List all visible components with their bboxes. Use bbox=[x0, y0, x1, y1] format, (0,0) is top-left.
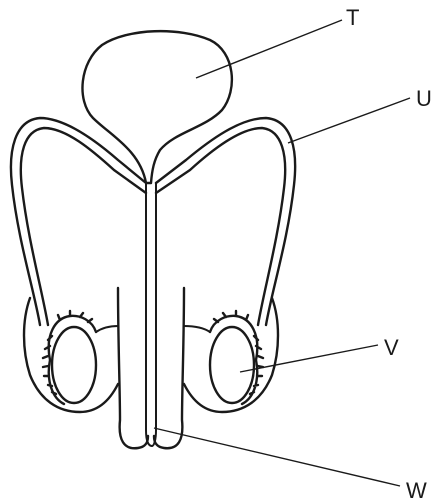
left-sperm-duct-inner bbox=[21, 128, 146, 325]
leader-line-w bbox=[154, 428, 400, 486]
bladder bbox=[82, 31, 231, 183]
right-sperm-duct-outer bbox=[156, 118, 295, 325]
penis bbox=[118, 288, 148, 448]
label-v: V bbox=[384, 335, 399, 360]
right-epididymis bbox=[210, 311, 263, 404]
urethra-right-wall bbox=[152, 183, 156, 446]
leader-line-t bbox=[196, 20, 342, 78]
right-testis bbox=[210, 327, 254, 403]
right-duct-to-testis bbox=[184, 326, 210, 332]
label-u: U bbox=[416, 86, 432, 111]
label-w: W bbox=[406, 478, 427, 503]
left-testis bbox=[52, 327, 96, 403]
urethra-left-wall bbox=[146, 183, 152, 446]
left-duct-to-testis bbox=[96, 326, 118, 332]
penis-right-side bbox=[154, 288, 184, 448]
left-sperm-duct-outer bbox=[11, 118, 146, 325]
left-epididymis bbox=[43, 311, 96, 404]
label-t: T bbox=[346, 5, 359, 30]
leader-line-u bbox=[288, 98, 410, 143]
right-sperm-duct-inner bbox=[156, 128, 285, 325]
